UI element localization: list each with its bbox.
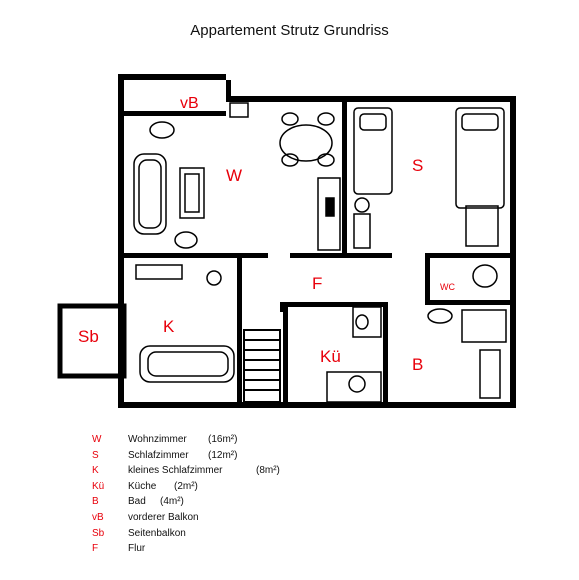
legend-name: vorderer Balkon [128, 511, 199, 523]
bathtub [479, 349, 501, 399]
wall-top-right [226, 96, 516, 102]
kitchen-counter-top [352, 306, 382, 338]
wall-hall-bottom-1 [280, 302, 388, 307]
legend-name: Küche [128, 480, 157, 492]
kitchen-counter-bottom [326, 371, 382, 403]
room-labels: vB W S F WC K Sb Kü B [78, 95, 455, 374]
wall-top-step [226, 80, 231, 98]
shelf [135, 264, 183, 280]
sofa [133, 153, 167, 235]
legend-code: Kü [92, 480, 105, 492]
desk [465, 205, 499, 247]
furniture [133, 102, 507, 403]
legend-name: Flur [128, 543, 146, 555]
wall-kue-left [283, 307, 288, 403]
wall-w-s [342, 100, 347, 256]
plan-title: Appartement Strutz Grundriss [190, 22, 389, 39]
legend-name: Wohnzimmer [128, 434, 187, 445]
label-b: B [412, 355, 423, 374]
legend-area: (4m²) [160, 496, 184, 508]
wall-vb-bottom [124, 111, 226, 116]
legend-area: (16m²) [208, 434, 238, 445]
legend-code: S [92, 449, 99, 461]
legend-code: K [92, 465, 99, 477]
wall-bottom [118, 402, 516, 408]
label-w: W [226, 166, 242, 185]
wall-hall-corridor [280, 302, 285, 312]
legend-code: W [92, 434, 102, 445]
toilet [472, 264, 498, 288]
wall-hall-bottom-2 [425, 300, 515, 305]
legend-area: (2m²) [174, 480, 198, 492]
legend-name: Bad [128, 496, 146, 508]
side-balcony [57, 303, 127, 379]
legend-code: vB [92, 511, 104, 523]
dining-table [279, 124, 333, 162]
label-vb: vB [180, 95, 199, 112]
legend-name: Schlafzimmer [128, 449, 189, 461]
bed-left [353, 107, 393, 195]
legend-name: kleines Schlafzimmer [128, 465, 223, 477]
sideboard [317, 177, 341, 251]
walls [118, 74, 516, 408]
legend-area: (12m²) [208, 449, 238, 461]
armchair-top [149, 121, 175, 139]
wall-hall-top-2 [290, 253, 392, 258]
legend-area: (8m²) [256, 465, 280, 477]
label-k: K [163, 317, 175, 336]
legend-code: Sb [92, 527, 105, 539]
legend-code: F [92, 543, 99, 555]
wall-hall-top-3 [425, 253, 515, 258]
legend-name: Seitenbalkon [128, 527, 186, 539]
bath-cabinet [461, 309, 507, 343]
wall-hall-top-1 [124, 253, 268, 258]
label-wc: WC [440, 282, 455, 292]
wall-kue-right [383, 307, 388, 403]
lamp [206, 270, 222, 286]
wall-k-right [237, 258, 242, 404]
wall-left [118, 74, 124, 406]
bed-small [139, 345, 235, 383]
wall-wc-left [425, 258, 430, 302]
sink [427, 308, 453, 324]
coffee-table [179, 167, 205, 219]
label-f: F [312, 274, 322, 293]
label-sb: Sb [78, 327, 99, 346]
label-kue: Kü [320, 347, 341, 366]
stove [348, 375, 366, 393]
stairs [243, 329, 281, 403]
nightstand [354, 197, 370, 213]
armchair-bottom [174, 231, 198, 249]
wall-right [510, 96, 516, 408]
bed-right [455, 107, 505, 209]
cabinet [229, 102, 249, 118]
wall-top-left [118, 74, 226, 80]
legend-code: B [92, 496, 99, 508]
label-s: S [412, 156, 423, 175]
